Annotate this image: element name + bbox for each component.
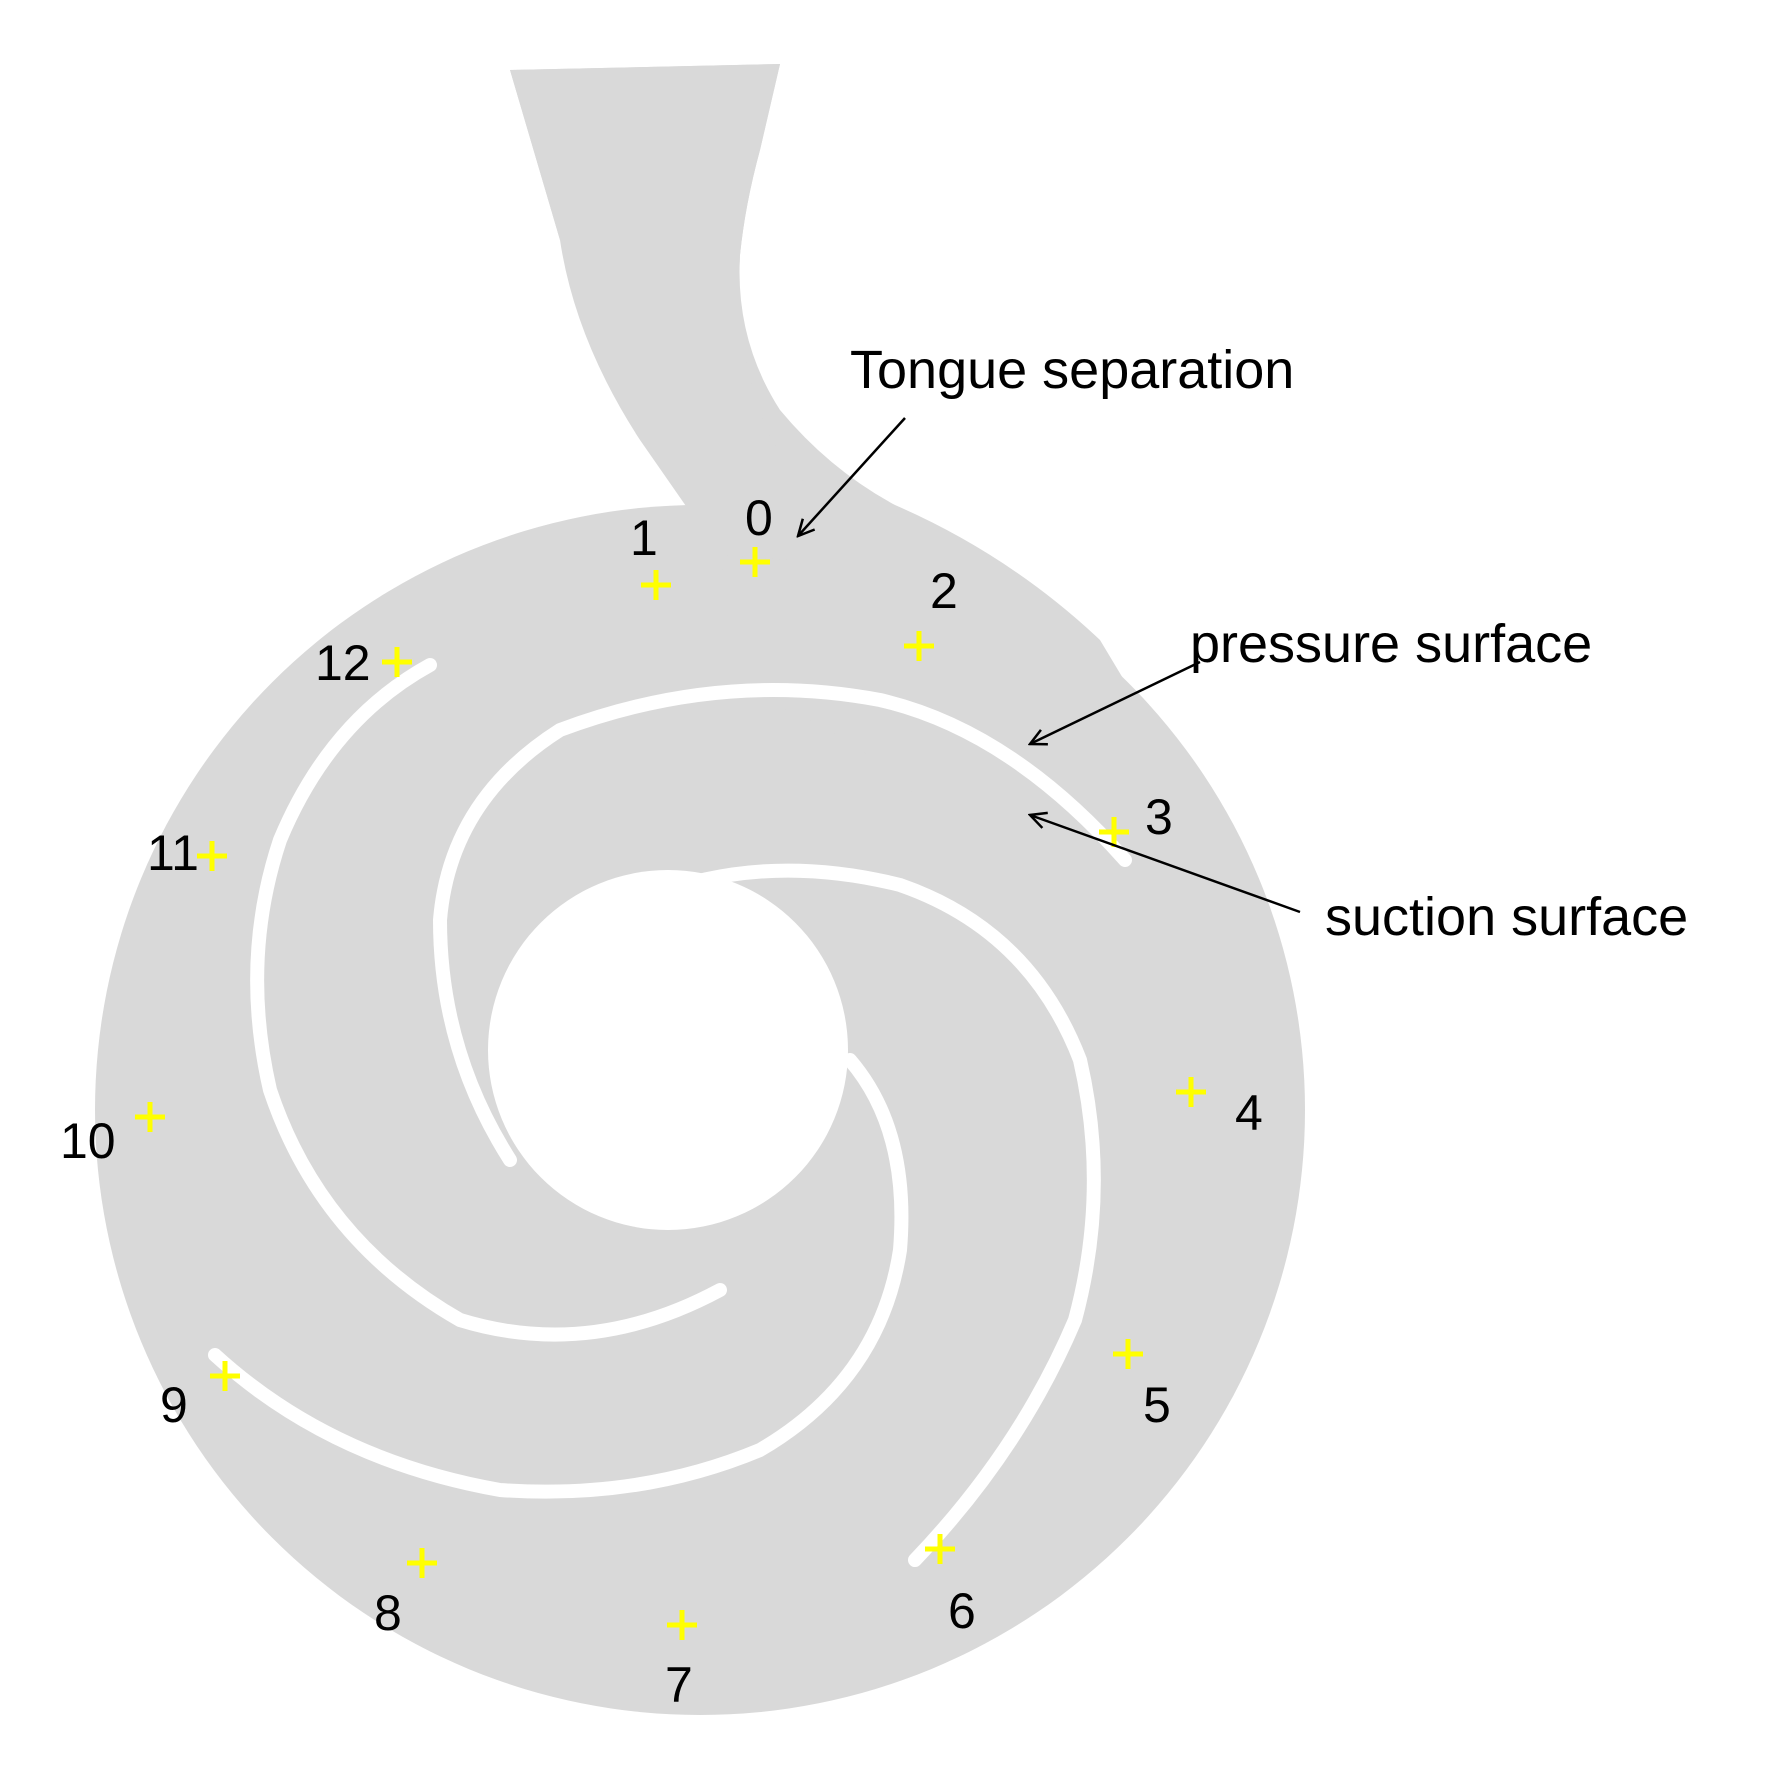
marker-8 — [407, 1548, 437, 1578]
tongue-separation-label: Tongue separation — [850, 340, 1294, 400]
impeller-eye — [488, 870, 848, 1230]
point-label-5: 5 — [1143, 1377, 1171, 1433]
pressure-arrow — [1030, 660, 1201, 744]
marker-7 — [667, 1610, 697, 1640]
marker-12 — [382, 647, 412, 677]
impeller-blade-4 — [633, 863, 1101, 1567]
point-label-7: 7 — [665, 1657, 693, 1713]
point-label-9: 9 — [160, 1377, 188, 1433]
pressure-surface-label: pressure surface — [1190, 614, 1592, 674]
marker-10 — [135, 1102, 165, 1132]
impeller-blade-2 — [250, 658, 727, 1342]
suction-arrow — [1030, 815, 1301, 914]
suction-surface-label: suction surface — [1325, 887, 1688, 947]
impeller-blade-3 — [208, 1053, 909, 1499]
point-label-11: 11 — [147, 825, 199, 881]
marker-1 — [641, 570, 671, 600]
monitoring-markers — [135, 547, 1206, 1640]
monitoring-point-labels: 0 1 2 3 4 5 6 7 8 9 10 11 12 — [60, 490, 1263, 1713]
point-label-1: 1 — [630, 510, 658, 566]
marker-4 — [1176, 1077, 1206, 1107]
point-label-6: 6 — [948, 1583, 976, 1639]
marker-5 — [1113, 1339, 1143, 1369]
point-label-3: 3 — [1145, 789, 1173, 845]
annotation-arrows — [798, 417, 1301, 914]
point-label-2: 2 — [930, 563, 958, 619]
impeller-blade-1 — [432, 683, 1132, 1167]
marker-0 — [740, 547, 770, 577]
marker-6 — [925, 1534, 955, 1564]
marker-2 — [904, 631, 934, 661]
point-label-0: 0 — [745, 490, 773, 546]
impeller-blades — [208, 658, 1132, 1567]
point-label-10: 10 — [60, 1113, 116, 1169]
marker-9 — [210, 1361, 240, 1391]
marker-11 — [197, 841, 227, 871]
point-label-8: 8 — [374, 1585, 402, 1641]
tongue-arrow — [798, 417, 906, 536]
point-label-12: 12 — [315, 635, 371, 691]
marker-3 — [1099, 817, 1129, 847]
point-label-4: 4 — [1235, 1085, 1263, 1141]
